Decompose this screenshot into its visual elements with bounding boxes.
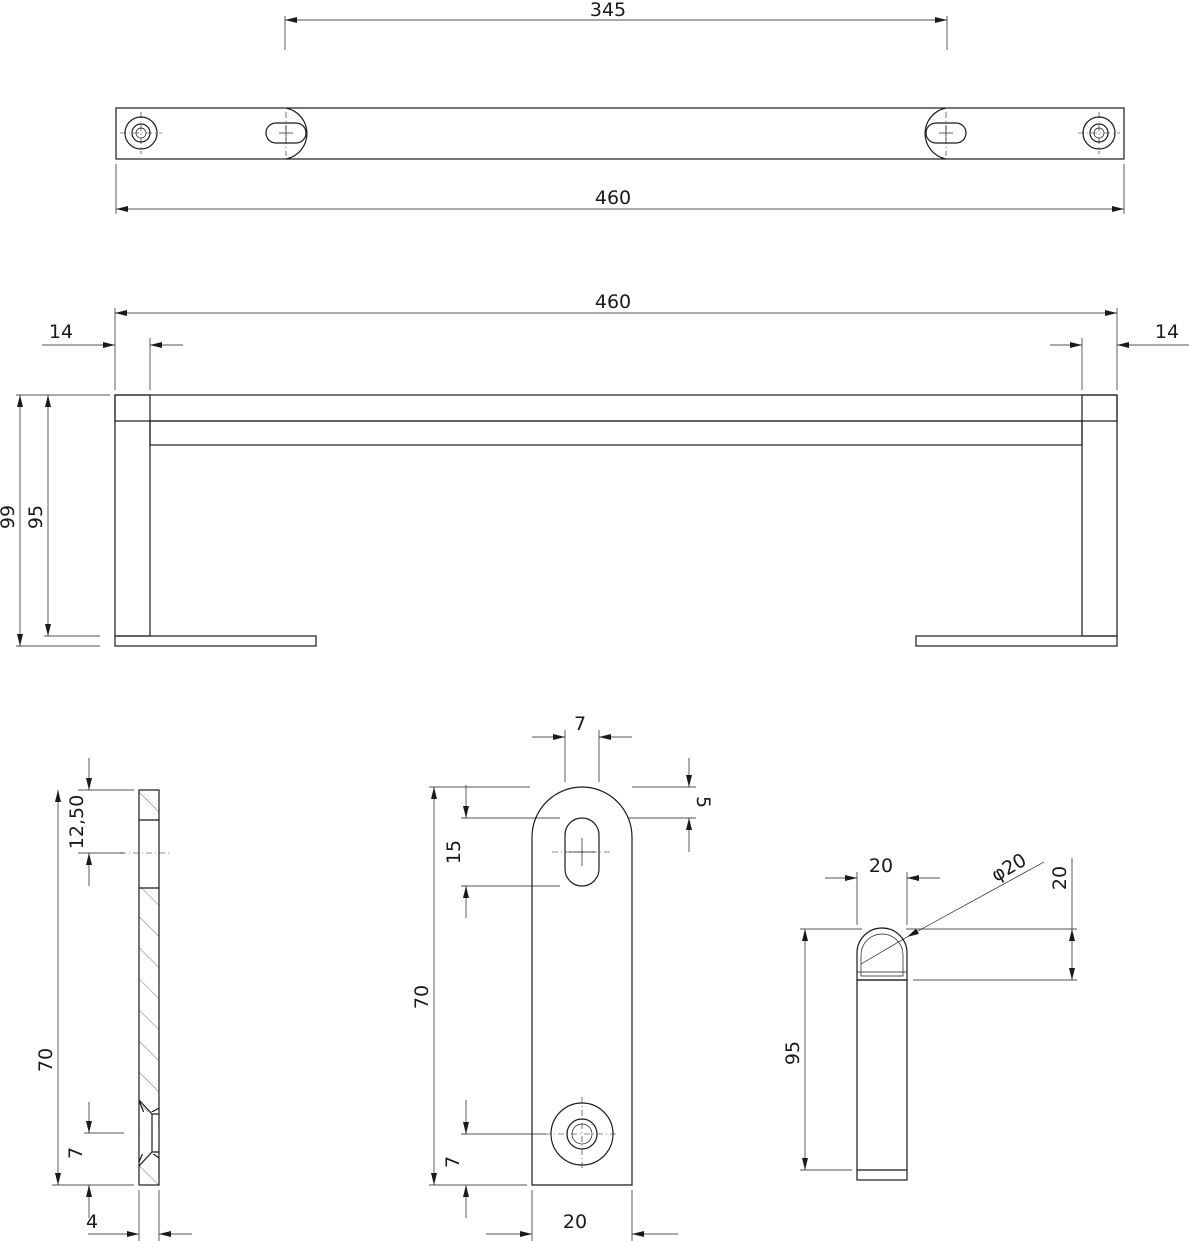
front-view: 460 14 14 99 95 xyxy=(0,291,1189,647)
dim-12-50: 12,50 xyxy=(66,795,88,849)
bracket-view: 7 5 15 70 7 20 xyxy=(411,713,714,1241)
left-base-plate xyxy=(114,635,317,647)
right-post xyxy=(1081,394,1118,637)
slot-icon xyxy=(552,817,612,887)
dim-7-side: 7 xyxy=(65,1147,87,1159)
side-section-view: 12,50 70 7 4 xyxy=(35,758,192,1241)
dim-4: 4 xyxy=(86,1211,98,1233)
left-post xyxy=(114,394,151,637)
dim-5: 5 xyxy=(692,796,714,808)
dim-20-bracket: 20 xyxy=(563,1211,587,1233)
dim-7-bracket-bottom: 7 xyxy=(442,1156,464,1168)
top-view: 345 xyxy=(115,0,1125,214)
profile-cap xyxy=(856,927,908,981)
slot-icon xyxy=(925,112,967,156)
bar-top-outline xyxy=(115,107,1125,160)
dim-460-front: 460 xyxy=(595,291,631,313)
dim-99: 99 xyxy=(0,505,19,529)
dim-70-bracket: 70 xyxy=(411,985,433,1009)
dim-345: 345 xyxy=(590,0,626,21)
profile-view: 20 φ20 20 95 xyxy=(782,849,1077,1181)
screw-icon xyxy=(120,112,162,154)
right-base-plate xyxy=(915,635,1118,647)
dim-14-right: 14 xyxy=(1155,321,1179,343)
screw-icon xyxy=(1078,112,1120,154)
dim-460-top: 460 xyxy=(595,187,631,209)
screw-icon xyxy=(545,1097,619,1171)
dim-15: 15 xyxy=(443,840,465,864)
slot-icon xyxy=(265,112,307,156)
dim-20-cap: 20 xyxy=(1049,866,1071,890)
profile-post xyxy=(856,979,908,1181)
dim-20-profile: 20 xyxy=(869,855,893,877)
dim-70-side: 70 xyxy=(35,1048,57,1072)
dim-7-bracket-top: 7 xyxy=(574,713,586,735)
dim-95-profile: 95 xyxy=(782,1041,804,1065)
dim-14-left: 14 xyxy=(49,321,73,343)
dim-95-front: 95 xyxy=(25,505,47,529)
